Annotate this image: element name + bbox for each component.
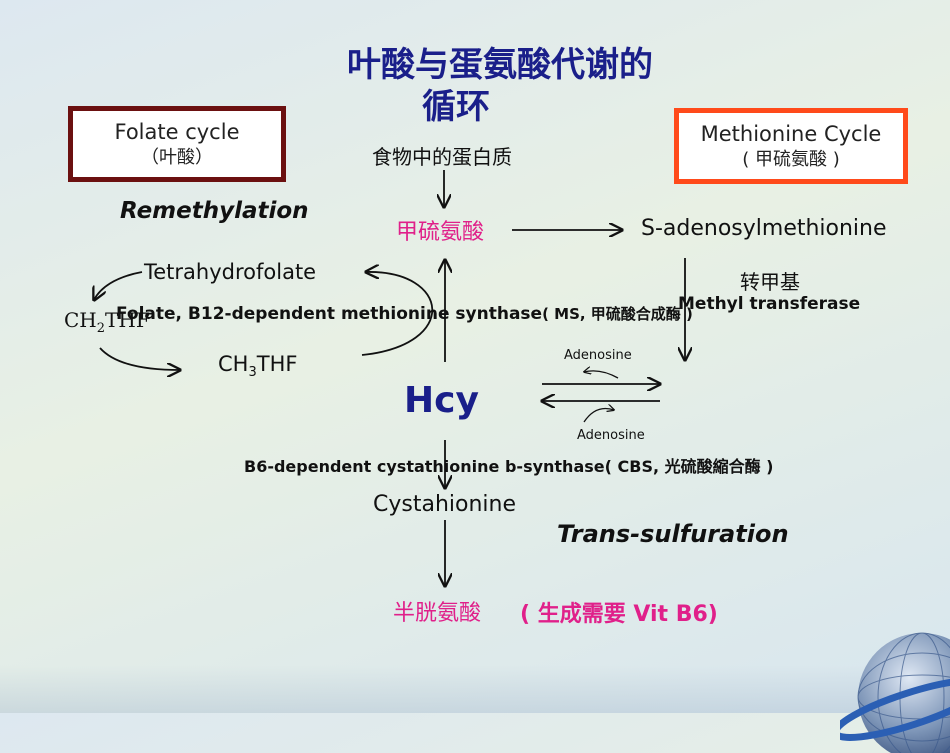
methionine-node: 甲硫氨酸 [396, 220, 485, 245]
ms-enzyme-abbrev: ( MS, 甲硫酸合成酶 ) [542, 305, 693, 323]
transmethylation-label: 转甲基 [740, 270, 800, 294]
ch3thf-node: CH3THF [218, 352, 297, 380]
page-title: 叶酸与蛋氨酸代谢的 循环 [300, 44, 700, 128]
ch2thf-main: CH [64, 308, 97, 332]
arrow-ch3thf-to-thf [361, 272, 434, 356]
globe-decoration-icon [840, 632, 950, 753]
adenosine-bottom-label: Adenosine [577, 428, 645, 443]
sam-node: S-adenosylmethionine [641, 216, 887, 241]
folate-cycle-box: Folate cycle （叶酸） [68, 106, 286, 182]
cbs-enzyme-label: B6-dependent cystathionine b-synthase( C… [244, 457, 774, 476]
arrow-ch2thf-to-ch3thf [99, 347, 180, 370]
ch2thf-node: CH2THF [64, 308, 150, 336]
ch3thf-subscript: 3 [248, 365, 257, 381]
methionine-cycle-box: Methionine Cycle ( 甲硫氨酸 ) [674, 108, 908, 184]
tetrahydrofolate-node: Tetrahydrofolate [144, 260, 317, 284]
adenosine-top-curl [584, 371, 619, 379]
ch3thf-main: CH [218, 352, 249, 376]
pathway-arrows [0, 170, 950, 713]
folate-cycle-chinese-label: （叶酸） [141, 147, 213, 168]
methyl-transferase-label: Methyl transferase [678, 294, 861, 314]
ch2thf-tail: THF [105, 308, 150, 332]
title-line-1: 叶酸与蛋氨酸代谢的 [347, 45, 653, 85]
folate-cycle-label: Folate cycle [114, 120, 240, 144]
adenosine-bottom-curl [583, 409, 614, 423]
adenosine-top-label: Adenosine [564, 348, 632, 363]
cystathionine-node: Cystahionine [373, 492, 516, 517]
ms-enzyme-name: Folate, B12-dependent methionine synthas… [116, 304, 543, 324]
remethylation-label: Remethylation [120, 198, 309, 224]
ch2thf-subscript: 2 [96, 321, 106, 336]
ch3thf-tail: THF [256, 352, 298, 376]
trans-sulfuration-label: Trans-sulfuration [557, 520, 789, 548]
ms-enzyme-label: Folate, B12-dependent methionine synthas… [116, 303, 693, 324]
food-protein-label: 食物中的蛋白质 [372, 145, 512, 169]
bottom-band [0, 665, 950, 713]
methionine-cycle-chinese-label: ( 甲硫氨酸 ) [742, 149, 840, 170]
title-line-2: 循环 [422, 87, 490, 127]
arrow-thf-to-ch2thf [94, 271, 143, 300]
methionine-cycle-label: Methionine Cycle [700, 122, 882, 146]
hcy-node: Hcy [404, 380, 479, 421]
cysteine-node: 半胱氨酸 [393, 601, 482, 626]
vitb6-note: ( 生成需要 Vit B6) [520, 602, 718, 627]
